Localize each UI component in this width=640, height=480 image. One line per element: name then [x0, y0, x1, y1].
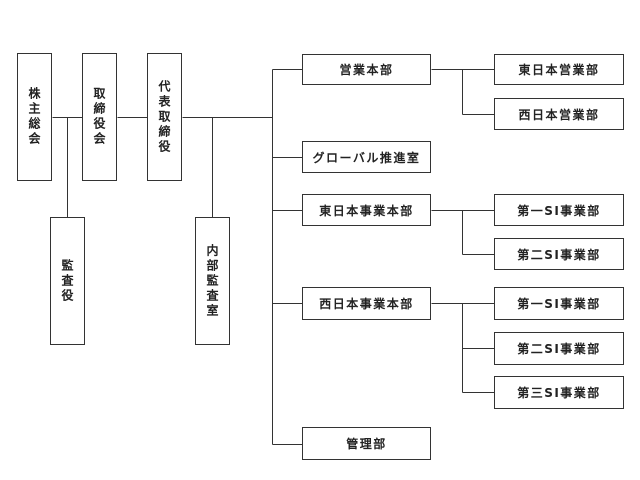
node-sales: 営業本部 — [302, 54, 431, 85]
node-west-si3: 第三SI事業部 — [494, 376, 624, 409]
node-west-biz: 西日本事業本部 — [302, 287, 431, 320]
node-shareholders: 株主総会 — [17, 53, 52, 181]
node-east-sales: 東日本営業部 — [494, 54, 624, 85]
node-west-si1: 第一SI事業部 — [494, 287, 624, 320]
node-east-si2: 第二SI事業部 — [494, 238, 624, 270]
node-ceo: 代表取締役 — [147, 53, 182, 181]
node-global: グローバル推進室 — [302, 141, 431, 173]
node-internal-audit: 内部監査室 — [195, 217, 230, 345]
node-west-sales: 西日本営業部 — [494, 98, 624, 130]
node-west-si2: 第二SI事業部 — [494, 332, 624, 365]
node-east-si1: 第一SI事業部 — [494, 194, 624, 226]
node-east-biz: 東日本事業本部 — [302, 194, 431, 226]
node-admin: 管理部 — [302, 427, 431, 460]
node-board: 取締役会 — [82, 53, 117, 181]
node-auditor: 監査役 — [50, 217, 85, 345]
